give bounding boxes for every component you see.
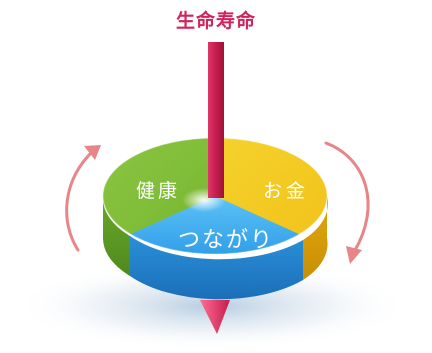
health-side — [102, 196, 130, 276]
spinning-top-tip — [200, 300, 230, 334]
connection-label: つながり — [178, 228, 275, 253]
health-label: 健康 — [136, 180, 181, 202]
rotation-arrow-right-head — [346, 246, 362, 264]
connection-segment-fill — [120, 196, 312, 254]
diagram-title: 生命寿命 — [175, 10, 256, 32]
rotation-arrow-left-head — [84, 145, 101, 160]
rotation-arrow-right — [324, 141, 370, 254]
axis-stick — [208, 42, 224, 198]
money-side — [303, 196, 328, 280]
connection-side — [130, 236, 303, 300]
money-label: お金 — [263, 180, 310, 202]
rotation-arrow-left — [65, 148, 96, 252]
